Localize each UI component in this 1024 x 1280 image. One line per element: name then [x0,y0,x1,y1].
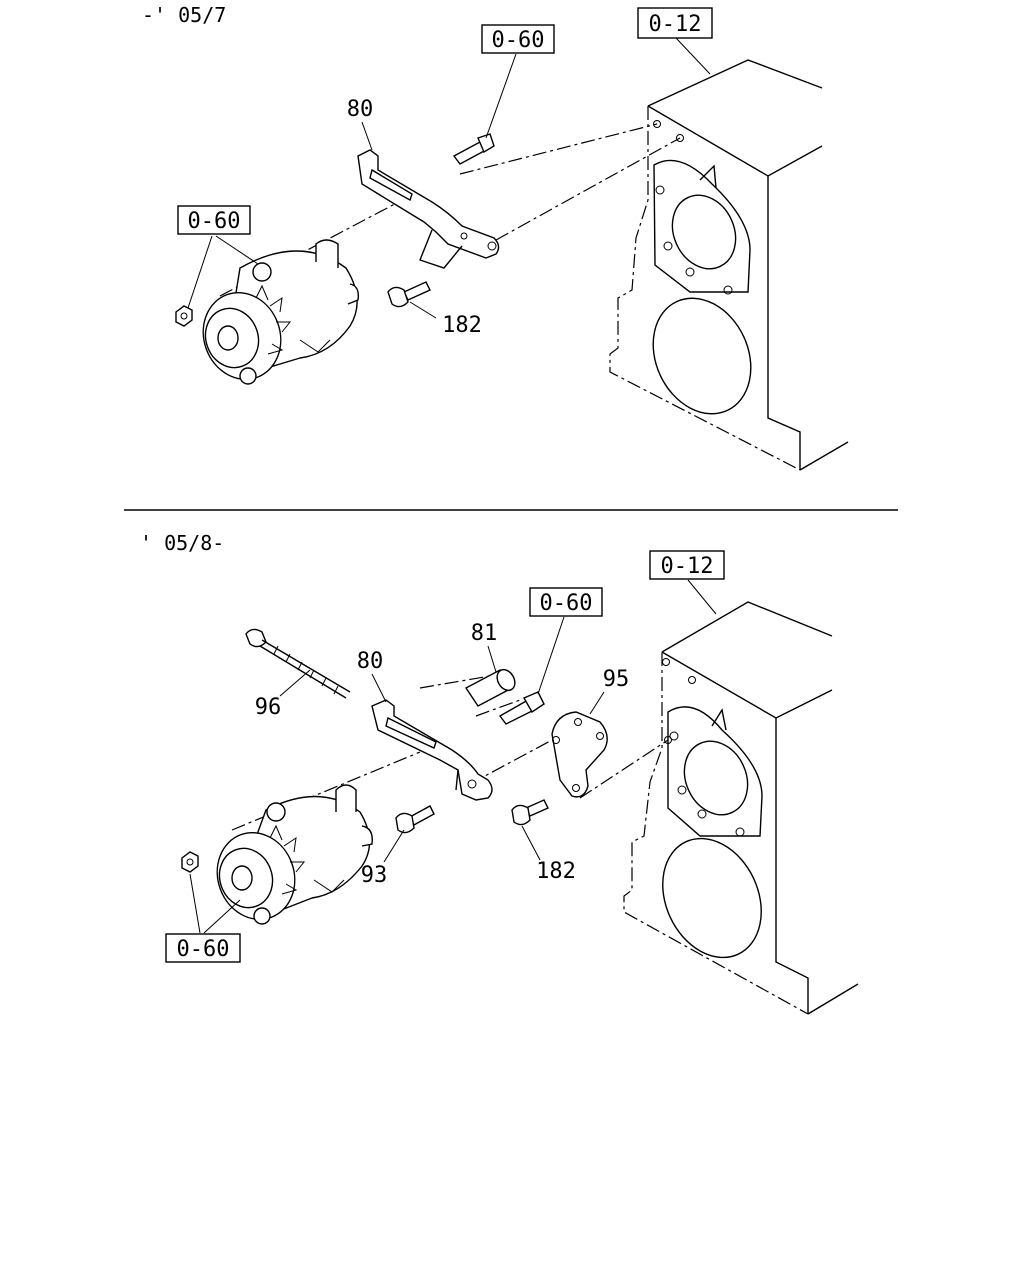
svg-text:0-60: 0-60 [177,937,230,962]
bolt-93 [395,805,435,834]
svg-text:0-12: 0-12 [649,12,702,37]
callout-part-96: 96 [255,669,311,720]
callout-part-80: 80 [357,649,387,703]
alignment-line [475,699,521,717]
callout-nut-ref: 0-60 [177,205,259,309]
long-bolt-96 [245,628,351,699]
callout-part-93: 93 [361,829,405,888]
callout-part-81: 81 [471,621,498,673]
callout-part-80: 80 [347,97,374,151]
alignment-line [469,739,553,785]
bracket-80 [357,149,500,269]
svg-text:95: 95 [603,667,630,692]
nut-0-60 [181,851,199,873]
engine-block [623,601,859,1015]
bolt-182 [387,281,431,308]
section-early: -' 05/7 [142,3,849,471]
bolt-0-60 [452,133,495,165]
engine-block [609,59,849,471]
alignment-line [419,675,491,689]
svg-text:182: 182 [536,859,576,884]
alternator [202,239,360,385]
date-range-label: ' 05/8- [140,531,224,555]
callout-part-182: 182 [521,825,576,884]
bolt-182 [511,799,549,826]
nut-0-60 [175,305,193,327]
svg-text:0-60: 0-60 [492,28,545,53]
svg-text:81: 81 [471,621,498,646]
date-range-label: -' 05/7 [142,3,226,27]
svg-text:0-12: 0-12 [661,554,714,579]
svg-text:182: 182 [442,313,482,338]
callout-block-ref: 0-12 [649,550,725,615]
alignment-line [579,739,669,799]
bolt-0-60 [498,691,545,725]
svg-text:0-60: 0-60 [188,209,241,234]
bracket-80 [371,699,493,801]
callout-bolt-ref: 0-60 [481,24,555,139]
sleeve-81 [464,668,516,707]
alternator [216,784,373,925]
svg-text:93: 93 [361,863,388,888]
alignment-line [459,123,658,175]
svg-text:80: 80 [347,97,374,122]
svg-text:80: 80 [357,649,384,674]
alignment-line [495,137,681,241]
svg-text:0-60: 0-60 [540,591,593,616]
callout-part-182: 182 [409,301,482,338]
section-late: ' 05/8- [140,531,859,1015]
callout-nut-ref: 0-60 [165,873,241,963]
callout-part-95: 95 [589,667,630,715]
svg-text:96: 96 [255,695,282,720]
callout-bolt-ref: 0-60 [529,587,603,695]
plate-95 [551,711,608,798]
callout-block-ref: 0-12 [637,7,713,75]
